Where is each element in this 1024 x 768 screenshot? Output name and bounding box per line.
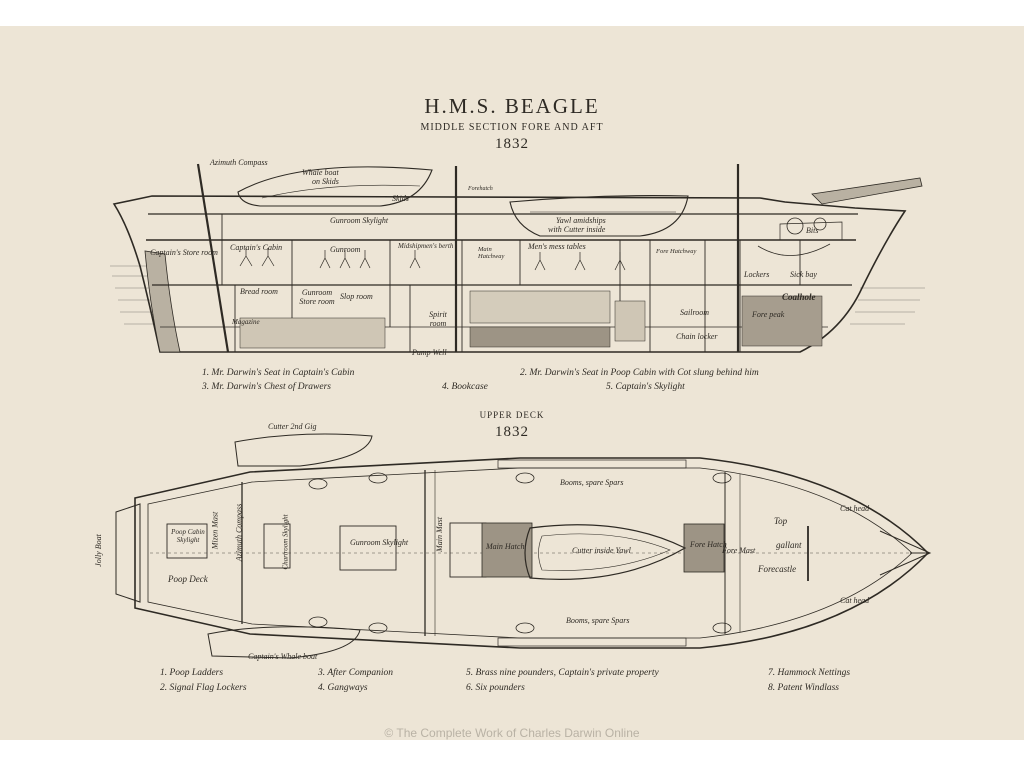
label-fore-mast: Fore Mast: [722, 546, 756, 555]
upper-deck-title: UPPER DECK: [479, 410, 545, 420]
label-cutter-inside-yawl: Cutter inside Yawl: [572, 546, 631, 555]
label-spirit-room: Spirit room: [429, 310, 447, 328]
label-bread-room: Bread room: [240, 287, 278, 296]
legend-deck-8: 8. Patent Windlass: [768, 683, 839, 693]
label-magazine: Magazine: [232, 318, 260, 326]
label-coalhole: Coalhole: [782, 292, 816, 302]
label-cutter-2nd-gig: Cutter 2nd Gig: [268, 422, 317, 431]
legend-deck-2: 2. Signal Flag Lockers: [160, 683, 247, 693]
label-fore-hatchway: Fore Hatchway: [656, 248, 697, 255]
label-booms-spare-spars-top: Booms, spare Spars: [560, 478, 624, 487]
label-sailroom: Sailroom: [680, 308, 710, 317]
label-captains-whale-boat: Captain's Whale boat: [248, 652, 318, 661]
label-skids: Skids: [392, 194, 409, 203]
label-fore-peak: Fore peak: [752, 310, 785, 319]
label-cat-head-bottom: Cat head: [840, 596, 870, 605]
label-forehatch: Forehatch: [468, 186, 493, 192]
legend-deck-1: 1. Poop Ladders: [160, 668, 224, 678]
label-midshipmens-berth: Midshipmen's berth: [398, 242, 454, 250]
deck-plan: [115, 433, 932, 659]
legend-deck-7: 7. Hammock Nettings: [768, 668, 851, 678]
legend-section-5: 5. Captain's Skylight: [606, 382, 685, 392]
label-captains-store-room: Captain's Store room: [150, 248, 218, 257]
label-fore-hatch: Fore Hatch: [690, 540, 727, 549]
legend-deck-3: 3. After Companion: [318, 668, 394, 678]
label-azimuth-compass-deck: Azimuth Compass: [234, 503, 244, 562]
label-azimuth-compass: Azimuth Compass: [210, 158, 268, 167]
plate-title: H.M.S. BEAGLE: [424, 94, 600, 118]
label-with-cutter-inside: with Cutter inside: [548, 225, 606, 234]
plate-subtitle: MIDDLE SECTION FORE AND AFT: [420, 122, 604, 133]
label-main-hatch: Main Hatch: [486, 542, 525, 551]
legend-section-2: 2. Mr. Darwin's Seat in Poop Cabin with …: [520, 368, 759, 378]
legend-section-3: 3. Mr. Darwin's Chest of Drawers: [202, 382, 331, 392]
label-yawl-amidships: Yawl amidships: [556, 216, 606, 225]
legend-section-4: 4. Bookcase: [442, 382, 488, 392]
legend-deck-4: 4. Gangways: [318, 683, 368, 693]
label-whale-boat: Whale boat: [302, 168, 339, 177]
label-main-mast: Main Mast: [434, 517, 444, 552]
label-captains-cabin: Captain's Cabin: [230, 243, 283, 252]
label-gunroom-skylight: Gunroom Skylight: [330, 216, 389, 225]
section-year: 1832: [495, 136, 529, 152]
label-jolly-boat: Jolly Boat: [93, 534, 103, 567]
deck-year: 1832: [495, 424, 529, 440]
engraving-plate: H.M.S. BEAGLE MIDDLE SECTION FORE AND AF…: [0, 26, 1024, 740]
label-gunroom: Gunroom: [330, 245, 361, 254]
ship-drawing: [110, 163, 932, 659]
label-forecastle: Forecastle: [758, 564, 797, 574]
label-gallant: gallant: [776, 540, 802, 550]
label-cat-head-top: Cat head: [840, 504, 870, 513]
label-poop-cabin-skylight: Poop Cabin Skylight: [171, 528, 205, 544]
label-top: Top: [774, 516, 788, 526]
label-pump-well: Pump Well: [412, 348, 447, 357]
label-slop-room: Slop room: [340, 292, 373, 301]
label-bits: Bits: [806, 226, 819, 235]
label-gunroom-skylight-deck: Gunroom Skylight: [350, 538, 409, 547]
label-booms-spare-spars-bottom: Booms, spare Spars: [566, 616, 630, 625]
credit-watermark: © The Complete Work of Charles Darwin On…: [384, 726, 640, 740]
label-poop-deck: Poop Deck: [168, 574, 208, 584]
legend-deck-5: 5. Brass nine pounders, Captain's privat…: [466, 668, 659, 678]
label-mens-mess-tables: Men's mess tables: [528, 242, 586, 251]
label-gunroom-store-room: Gunroom Store room: [299, 288, 335, 306]
label-main-hatchway: Main Hatchway: [478, 246, 505, 260]
label-lockers: Lockers: [744, 270, 770, 279]
label-on-skids: on Skids: [312, 177, 339, 186]
label-chartroom-skylight: Chartroom Skylight: [281, 514, 290, 570]
label-sick-bay: Sick bay: [790, 270, 817, 279]
side-section: [110, 163, 925, 353]
label-mizen-mast: Mizen Mast: [210, 511, 220, 550]
label-chain-locker: Chain locker: [676, 332, 718, 341]
legend-section-1: 1. Mr. Darwin's Seat in Captain's Cabin: [202, 368, 355, 378]
legend-deck-6: 6. Six pounders: [466, 683, 525, 693]
